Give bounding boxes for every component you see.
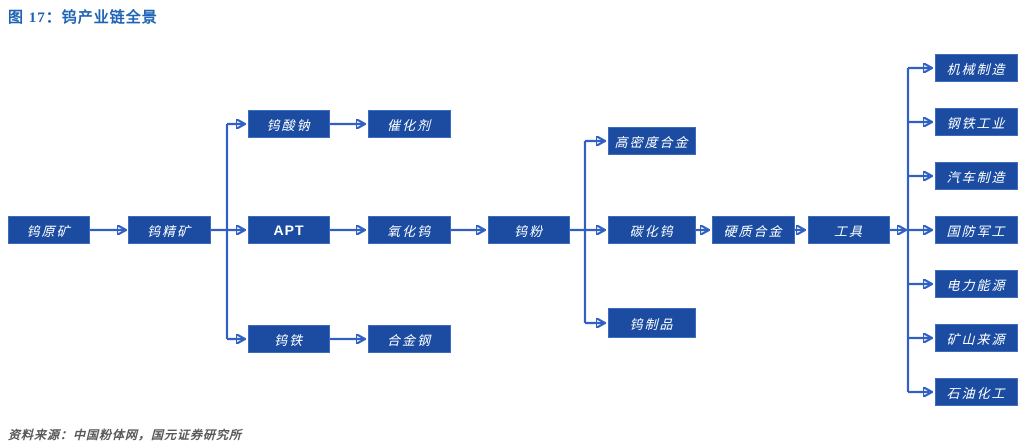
- node-tools: 工具: [808, 216, 890, 244]
- node-cemented-carbide: 硬质合金: [712, 216, 795, 244]
- node-alloy-steel: 合金钢: [368, 325, 451, 353]
- node-app-petrochemical: 石油化工: [935, 378, 1018, 406]
- node-concentrate: 钨精矿: [128, 216, 211, 244]
- source-note: 资料来源：中国粉体网，国元证券研究所: [8, 428, 243, 442]
- node-app-steel: 钢铁工业: [935, 108, 1018, 136]
- node-app-defense: 国防军工: [935, 216, 1018, 244]
- node-app-mining: 矿山来源: [935, 324, 1018, 352]
- node-raw-ore: 钨原矿: [8, 216, 90, 244]
- node-tungsten-powder: 钨粉: [488, 216, 570, 244]
- figure-title: 图 17：钨产业链全景: [8, 10, 158, 26]
- node-catalyst: 催化剂: [368, 110, 451, 138]
- node-high-density-alloy: 高密度合金: [608, 127, 696, 155]
- node-ferrotungsten: 钨铁: [248, 325, 330, 353]
- node-app-automotive: 汽车制造: [935, 162, 1018, 190]
- node-app-power-energy: 电力能源: [935, 270, 1018, 298]
- node-tungsten-products: 钨制品: [608, 308, 696, 338]
- node-tungsten-oxide: 氧化钨: [368, 216, 451, 244]
- node-app-machinery: 机械制造: [935, 54, 1018, 82]
- node-apt: APT: [248, 216, 330, 244]
- node-tungsten-carbide: 碳化钨: [608, 216, 696, 244]
- node-sodium-tungstate: 钨酸钠: [248, 110, 330, 138]
